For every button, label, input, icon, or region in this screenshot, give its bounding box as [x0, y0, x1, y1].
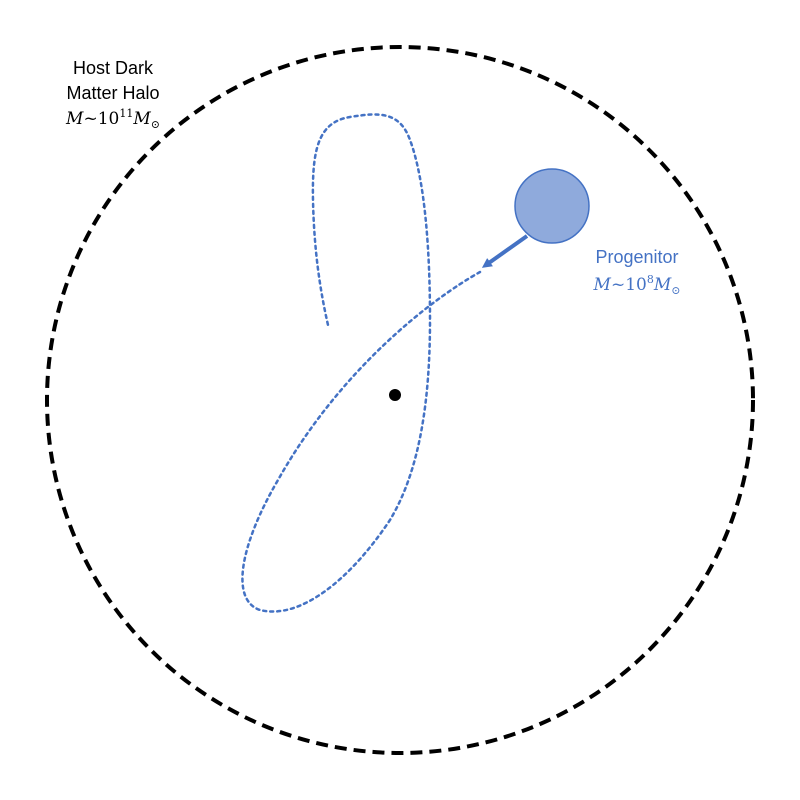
infall-arrow [481, 234, 529, 268]
host-label-line1: Host Dark [73, 58, 154, 78]
halo-center-dot [389, 389, 401, 401]
progenitor-label-name: Progenitor [595, 247, 678, 267]
progenitor-orbit-path [241, 113, 482, 613]
progenitor-satellite [514, 168, 590, 244]
host-halo-boundary [45, 45, 755, 755]
host-label-line2: Matter Halo [66, 83, 159, 103]
progenitor-mass-label: M~108M⊙ [593, 273, 681, 297]
host-mass-label: M~1011M⊙ [65, 107, 160, 131]
